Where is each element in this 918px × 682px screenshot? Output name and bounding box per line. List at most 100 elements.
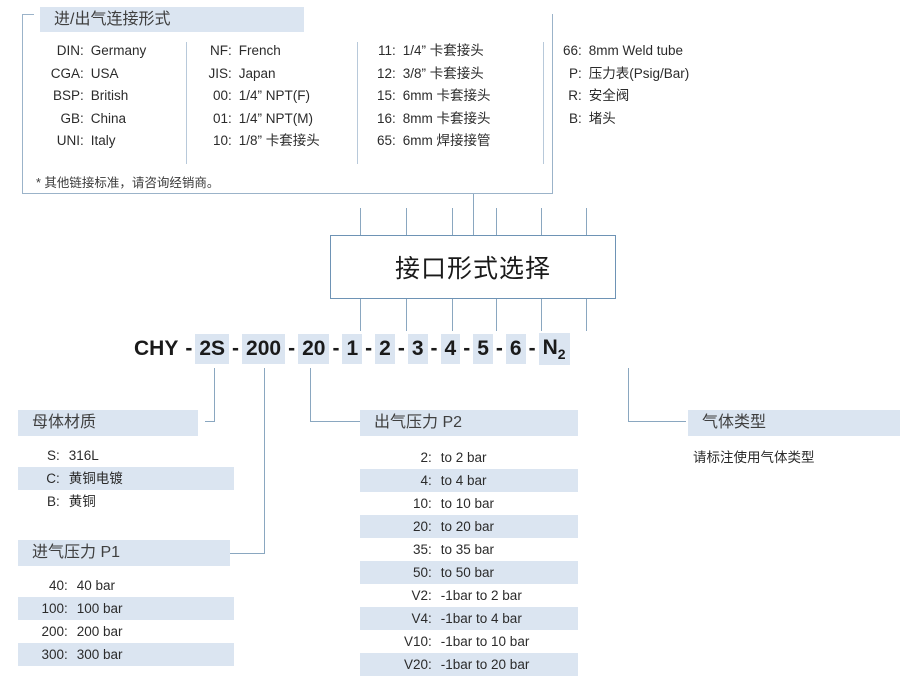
material-rows: S: 316L C: 黄铜电镀 B: 黄铜 xyxy=(18,444,234,513)
connection-code: JIS xyxy=(208,65,228,81)
outlet-pressure-code: 20 xyxy=(412,519,428,534)
model-code-line: CHY - 2S - 200 - 20 - 1 - 2 - 3 - 4 - 5 … xyxy=(130,332,570,366)
code-separator: - xyxy=(332,337,340,360)
option-line-top-4 xyxy=(496,208,497,235)
connection-desc: 8mm 卡套接头 xyxy=(402,110,491,126)
main-box-label: 接口形式选择 xyxy=(394,255,551,283)
outlet-pressure-desc: -1bar to 4 bar xyxy=(440,611,522,626)
connection-code: 12 xyxy=(376,65,392,81)
code-separator: - xyxy=(185,337,193,360)
colon: : xyxy=(56,471,60,486)
material-connector-horizontal xyxy=(205,421,215,422)
connection-desc: 安全阀 xyxy=(588,88,630,103)
connection-row: 16: 8mm 卡套接头 xyxy=(370,108,518,131)
outlet-pressure-row: 10: to 10 bar xyxy=(360,492,578,515)
connection-note: * 其他链接标准，请咨询经销商。 xyxy=(36,176,220,190)
connection-code: NF xyxy=(210,43,228,58)
code-separator: - xyxy=(430,337,438,360)
outlet-pressure-code: 4 xyxy=(420,473,428,488)
connection-code: 65 xyxy=(376,133,392,148)
connection-column-3: 11: 1/4” 卡套接头 12: 3/8” 卡套接头 15: 6mm 卡套接头… xyxy=(370,40,518,153)
code-separator: - xyxy=(397,337,405,360)
colon: : xyxy=(56,494,60,509)
colon: : xyxy=(428,611,432,626)
colon: : xyxy=(80,43,84,58)
outlet-pressure-rows: 2: to 2 bar 4: to 4 bar 10: to 10 bar 20… xyxy=(360,446,578,676)
material-row: S: 316L xyxy=(18,444,234,467)
colon: : xyxy=(64,624,68,639)
outlet-pressure-desc: to 2 bar xyxy=(440,450,487,465)
code-segment-opt-1: 1 xyxy=(342,334,363,364)
colon: : xyxy=(392,88,396,103)
connection-row: CGA: USA xyxy=(38,63,170,86)
connection-desc: 3/8” 卡套接头 xyxy=(402,65,484,81)
inlet-pressure-desc: 40 bar xyxy=(76,578,116,593)
column-divider-2 xyxy=(357,42,358,164)
inlet-pressure-code: 40 xyxy=(48,578,64,593)
code-separator: - xyxy=(463,337,471,360)
colon: : xyxy=(228,133,232,148)
inlet-pressure-code: 100 xyxy=(41,601,64,616)
p1-connector-vertical xyxy=(264,368,265,553)
colon: : xyxy=(428,588,432,603)
connection-code: GB xyxy=(60,110,80,126)
colon: : xyxy=(80,65,84,81)
outlet-pressure-code: 2 xyxy=(420,450,428,465)
connection-code: 00 xyxy=(212,88,228,103)
material-desc: 黄铜电镀 xyxy=(68,471,123,486)
interface-type-selection-box: 接口形式选择 xyxy=(330,235,616,299)
connection-row: 65: 6mm 焊接接管 xyxy=(370,130,518,153)
connection-code: 16 xyxy=(376,110,392,126)
material-row: C: 黄铜电镀 xyxy=(18,467,234,490)
outlet-pressure-code: V2 xyxy=(411,588,428,603)
outlet-pressure-code: V4 xyxy=(411,611,428,626)
connection-code: 15 xyxy=(376,88,392,103)
outlet-pressure-desc: to 35 bar xyxy=(440,542,495,557)
code-separator: - xyxy=(232,337,240,360)
outlet-pressure-desc: to 20 bar xyxy=(440,519,495,534)
connection-desc: 1/4” 卡套接头 xyxy=(402,43,484,58)
connection-row: NF: French xyxy=(200,40,350,63)
gas-type-title: 气体类型 xyxy=(688,410,900,436)
panel-left-bracket-line xyxy=(22,14,23,194)
p1-connector-horizontal xyxy=(230,553,265,554)
option-line-top-1 xyxy=(360,208,361,235)
connection-column-2: NF: French JIS: Japan 00: 1/4” NPT(F) 01… xyxy=(200,40,350,153)
outlet-pressure-row: 4: to 4 bar xyxy=(360,469,578,492)
outlet-pressure-desc: to 4 bar xyxy=(440,473,487,488)
connection-row: 10: 1/8” 卡套接头 xyxy=(200,130,350,153)
connection-row: BSP: British xyxy=(38,85,170,108)
inlet-pressure-row: 40: 40 bar xyxy=(18,574,234,597)
connection-code: 01 xyxy=(212,110,228,126)
code-segment-opt-3: 3 xyxy=(407,334,428,364)
connection-type-panel xyxy=(22,14,553,194)
connection-code: CGA xyxy=(50,65,80,81)
inlet-pressure-code: 300 xyxy=(41,647,64,662)
colon: : xyxy=(428,519,432,534)
colon: : xyxy=(228,65,232,81)
colon: : xyxy=(80,133,84,148)
connection-type-title: 进/出气连接形式 xyxy=(40,7,304,32)
panel-top-stub-line xyxy=(22,14,34,15)
inlet-pressure-row: 100: 100 bar xyxy=(18,597,234,620)
material-code: B xyxy=(46,494,56,509)
inlet-pressure-row: 300: 300 bar xyxy=(18,643,234,666)
code-separator: - xyxy=(288,337,296,360)
option-line-bottom-1 xyxy=(360,299,361,331)
connection-row: 66: 8mm Weld tube xyxy=(556,40,736,63)
outlet-pressure-desc: -1bar to 20 bar xyxy=(440,657,530,672)
code-separator: - xyxy=(365,337,373,360)
p2-connector-horizontal xyxy=(310,421,360,422)
material-desc: 黄铜 xyxy=(68,494,96,509)
connection-desc: Germany xyxy=(90,43,147,58)
material-code: S xyxy=(46,448,56,463)
outlet-pressure-code: 50 xyxy=(412,565,428,580)
outlet-pressure-code: V10 xyxy=(403,634,428,649)
outlet-pressure-row: V2: -1bar to 2 bar xyxy=(360,584,578,607)
code-segment-opt-4: 4 xyxy=(440,334,461,364)
option-line-top-5 xyxy=(541,208,542,235)
outlet-pressure-desc: -1bar to 2 bar xyxy=(440,588,522,603)
connection-column-4: 66: 8mm Weld tube P: 压力表(Psig/Bar) R: 安全… xyxy=(556,40,736,130)
outlet-pressure-code: 35 xyxy=(412,542,428,557)
code-separator: - xyxy=(495,337,503,360)
